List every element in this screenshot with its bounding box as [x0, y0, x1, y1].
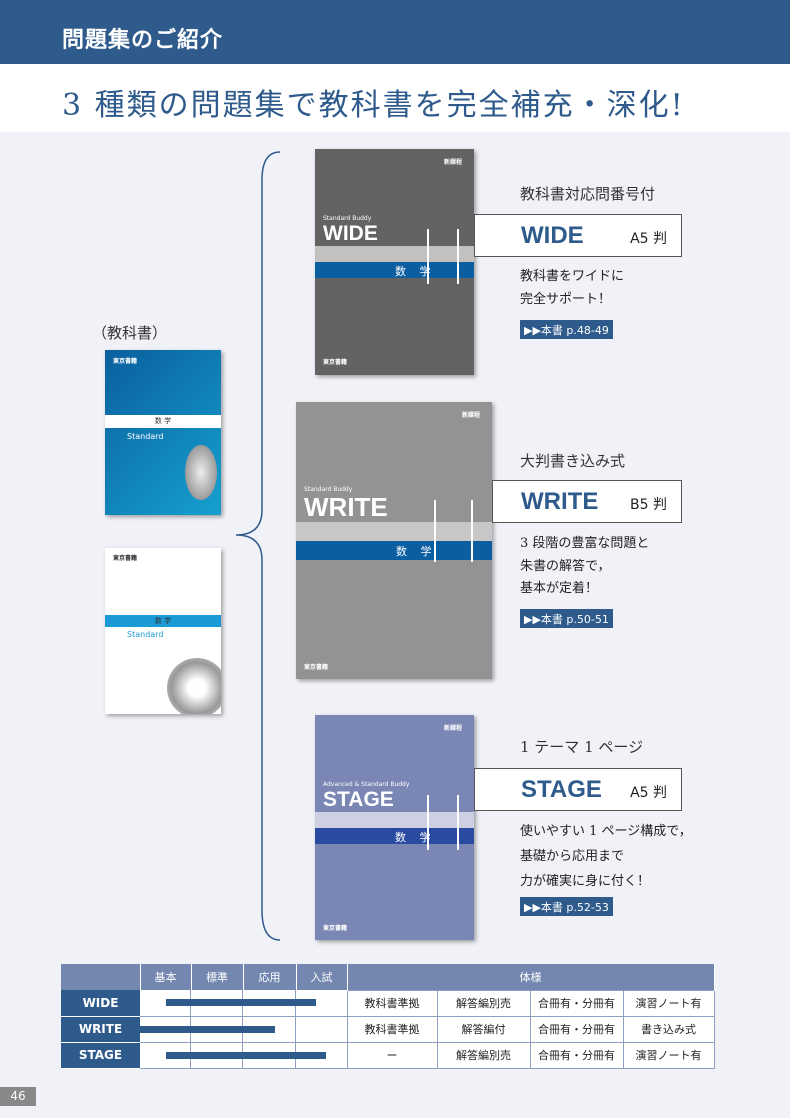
subject: 数 学 — [395, 265, 436, 278]
badge: 新課程 — [443, 725, 462, 732]
series: Advanced & Standard Buddy — [323, 781, 410, 788]
row-label: STAGE — [61, 1042, 140, 1069]
cover-title: WRITE — [304, 492, 388, 522]
book-size: A5 判 — [630, 785, 667, 801]
write-description: 3 段階の豊富な問題と 朱書の解答で， 基本が定着！ — [520, 533, 649, 601]
spec-cell: 書き込み式 — [622, 1015, 715, 1043]
wide-heading: 教科書対応問番号付 — [520, 185, 656, 203]
desc-line: 力が確実に身に付く！ — [520, 874, 651, 889]
table-row: WIDE 教科書準拠 解答編別売 合冊有・分冊有 演習ノート有 — [61, 989, 715, 1017]
book-size: B5 判 — [630, 497, 667, 513]
subject: 数 学 — [395, 831, 436, 844]
series: Standard Buddy — [304, 486, 353, 493]
page-number: 46 — [0, 1087, 36, 1106]
book-name: WRITE — [521, 488, 599, 515]
spec-cell: 解答編付 — [436, 1015, 531, 1043]
book-name: STAGE — [521, 776, 602, 803]
stage-name-box: STAGE A5 判 — [474, 768, 682, 811]
desc-line: 基礎から応用まで — [520, 849, 625, 864]
cover-title: STAGE — [323, 788, 394, 811]
publisher: 東京書籍 — [323, 925, 348, 932]
title-band — [0, 64, 790, 132]
textbook-label: （教科書） — [92, 324, 168, 342]
comparison-table: 基本 標準 応用 入試 体様 WIDE 教科書準拠 解答編別売 合冊有・分冊有 … — [61, 964, 715, 1069]
spec-cell: 教科書準拠 — [346, 1015, 438, 1043]
series: Standard — [127, 432, 164, 441]
stage-cover: 新課程 Advanced & Standard Buddy STAGE 数 学 … — [315, 715, 474, 940]
spec-cell: 合冊有・分冊有 — [529, 1041, 624, 1069]
stage-page-ref[interactable]: ▶▶本書 p.52-53 — [520, 897, 613, 916]
desc-line: 基本が定着！ — [520, 581, 599, 596]
level-range-bar — [165, 1051, 327, 1059]
page-title: 3 種類の問題集で教科書を完全補充・深化! — [62, 88, 685, 123]
level-header: 標準 — [191, 964, 244, 990]
badge: 新課程 — [443, 159, 462, 166]
badge: 新課程 — [461, 412, 480, 419]
wide-page-ref[interactable]: ▶▶本書 p.48-49 — [520, 320, 613, 339]
wide-name-box: WIDE A5 判 — [474, 214, 682, 257]
spec-header: 体様 — [347, 964, 715, 990]
desc-line: 朱書の解答で， — [520, 558, 611, 574]
publisher: 東京書籍 — [323, 359, 348, 366]
stage-description: 使いやすい 1 ページ構成で， 基礎から応用まで 力が確実に身に付く！ — [520, 819, 692, 894]
stage-heading: 1 テーマ 1 ページ — [520, 738, 644, 756]
wide-description: 教科書をワイドに 完全サポート！ — [520, 266, 624, 311]
row-label: WRITE — [61, 1016, 140, 1043]
subject: 数 学 — [105, 615, 221, 627]
desc-line: 教科書をワイドに — [520, 269, 625, 284]
book-name: WIDE — [521, 222, 584, 249]
spec-cell: 合冊有・分冊有 — [529, 989, 624, 1017]
textbook-cover-2: 東京書籍 数 学 Standard — [105, 548, 221, 714]
cover-title: WIDE — [323, 222, 378, 245]
spec-cell: 教科書準拠 — [346, 989, 438, 1017]
write-page-ref[interactable]: ▶▶本書 p.50-51 — [520, 609, 613, 628]
book-size: A5 判 — [630, 231, 667, 247]
spec-cell: 解答編別売 — [436, 989, 531, 1017]
wide-cover: 新課程 Standard Buddy WIDE 数 学 東京書籍 — [315, 149, 474, 375]
series: Standard Buddy — [323, 215, 372, 222]
subject: 数 学 — [396, 545, 437, 558]
write-heading: 大判書き込み式 — [520, 452, 626, 470]
spec-cell: 合冊有・分冊有 — [529, 1015, 624, 1043]
subject: 数 学 — [105, 415, 221, 428]
level-header: 応用 — [243, 964, 297, 990]
row-label: WIDE — [61, 990, 140, 1017]
level-header: 入試 — [296, 964, 348, 990]
write-cover: 新課程 Standard Buddy WRITE 数 学 東京書籍 — [296, 402, 492, 679]
textbook-cover-1: 東京書籍 数 学 Standard — [105, 350, 221, 515]
desc-line: 使いやすい 1 ページ構成で， — [520, 824, 692, 839]
series: Standard — [127, 630, 164, 639]
machine-image — [167, 658, 221, 714]
level-range-bar — [140, 1025, 275, 1033]
section-header: 問題集のご紹介 — [0, 0, 790, 64]
table-header: 基本 標準 応用 入試 体様 — [61, 964, 715, 990]
desc-line: 3 段階の豊富な問題と — [520, 536, 650, 551]
spec-cell: 解答編別売 — [436, 1041, 531, 1069]
spec-cell: 演習ノート有 — [622, 989, 715, 1017]
publisher: 東京書籍 — [113, 358, 138, 365]
publisher: 東京書籍 — [113, 555, 138, 562]
table-row: WRITE 教科書準拠 解答編付 合冊有・分冊有 書き込み式 — [61, 1015, 715, 1043]
publisher: 東京書籍 — [304, 664, 329, 671]
desc-line: 完全サポート！ — [520, 291, 612, 307]
write-name-box: WRITE B5 判 — [492, 480, 682, 523]
scale-image — [185, 445, 217, 500]
spec-cell: ー — [346, 1041, 438, 1069]
level-header: 基本 — [140, 964, 192, 990]
spec-cell: 演習ノート有 — [622, 1041, 715, 1069]
level-range-bar — [165, 999, 316, 1006]
brace — [235, 151, 281, 941]
table-row: STAGE ー 解答編別売 合冊有・分冊有 演習ノート有 — [61, 1041, 715, 1069]
